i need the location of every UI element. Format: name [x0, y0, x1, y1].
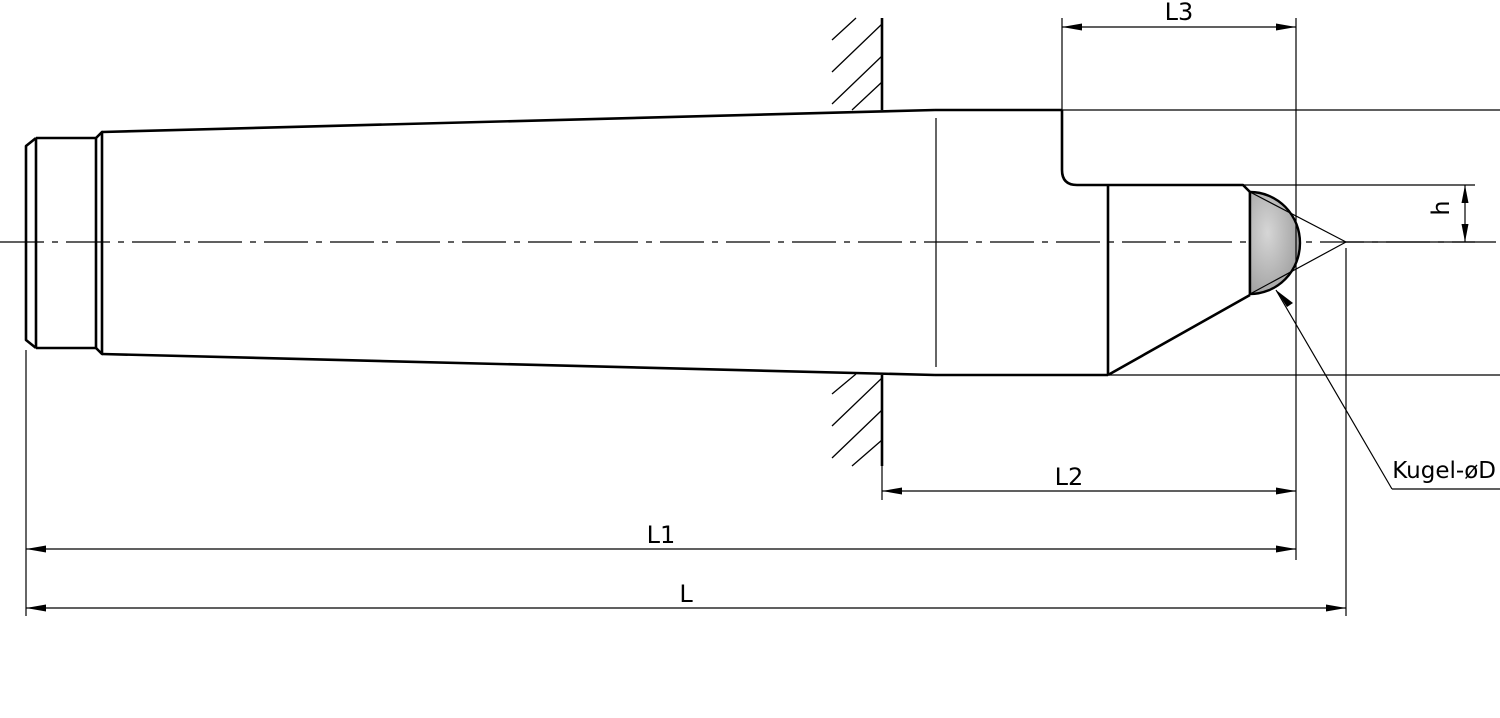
extension-lines [25, 18, 1500, 616]
dimension-l2: L2 [882, 463, 1296, 495]
label-h: h [1427, 200, 1455, 215]
label-l1: L1 [647, 521, 676, 549]
spindle-face [831, 17, 884, 467]
dimension-h: h [1427, 185, 1469, 242]
ball-leader: Kugel-øD [1275, 289, 1500, 490]
shank-end-collar [24, 130, 104, 356]
ball-tip [1248, 190, 1302, 296]
label-l2: L2 [1055, 463, 1084, 491]
label-l3: L3 [1165, 0, 1194, 26]
morse-taper-shank [101, 108, 937, 377]
dimension-l3: L3 [1062, 0, 1296, 31]
dimension-l1: L1 [26, 521, 1296, 553]
theoretical-cone-lines [1249, 191, 1347, 295]
label-l: L [679, 580, 693, 608]
dimension-l: L [26, 580, 1346, 612]
label-ball-diameter: Kugel-øD [1392, 458, 1496, 484]
